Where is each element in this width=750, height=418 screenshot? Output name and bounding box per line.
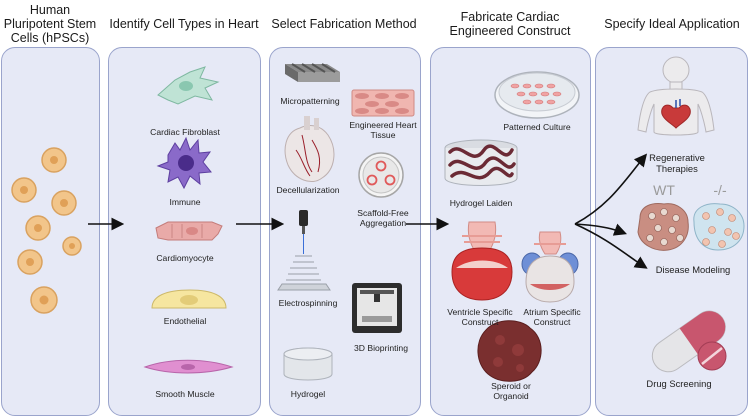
hydrogel-laiden-icon (444, 139, 518, 186)
arrow-4-regenerative (574, 153, 648, 225)
label-disease-modeling: Disease Modeling (655, 264, 731, 275)
label-cardiac-fibroblast: Cardiac Fibroblast (150, 127, 220, 137)
step-title-construct: Fabricate Cardiac Engineered Construct (449, 10, 571, 38)
step-title-hpsc: Human Pluripotent Stem Cells (hPSCs) (3, 3, 97, 45)
label-ventricle-construct: Ventricle Specific Construct (447, 307, 513, 327)
micropatterning-icon (285, 63, 340, 82)
label-smooth-muscle: Smooth Muscle (155, 389, 215, 399)
scaffold-free-aggregation-icon (358, 152, 404, 198)
organoid-icon (477, 320, 542, 382)
label-endothelial: Endothelial (163, 316, 207, 326)
label-cardiomyocyte: Cardiomyocyte (156, 253, 214, 263)
label-atrium-construct: Atrium Specific Construct (523, 307, 581, 327)
arrow-4-drug (574, 223, 648, 269)
engineered-heart-tissue-icon (351, 89, 415, 117)
patterned-culture-icon (494, 71, 580, 119)
electrospinning-icon (277, 210, 331, 291)
step-title-cell-types: Identify Cell Types in Heart (109, 17, 259, 31)
label-3d-bioprinting: 3D Bioprinting (354, 343, 408, 353)
label-ko: -/- (713, 182, 727, 198)
label-hydrogel-laiden: Hydrogel Laiden (449, 198, 513, 208)
label-wt: WT (653, 182, 675, 198)
step-title-fabrication: Select Fabrication Method (271, 17, 417, 31)
arrow-4-disease (574, 223, 627, 236)
fibroblast-icon (157, 66, 220, 105)
decellularized-heart-icon (284, 116, 335, 182)
hydrogel-icon (283, 347, 333, 381)
bioprinter-icon (352, 283, 402, 333)
label-regenerative: Regenerative Therapies (649, 152, 705, 174)
label-hydrogel: Hydrogel (290, 389, 326, 399)
endothelial-icon (151, 289, 227, 309)
human-body-icon (637, 56, 715, 136)
ventricle-construct-icon (451, 221, 513, 301)
label-patterned-culture: Patterned Culture (503, 122, 571, 132)
label-engineered-heart-tissue: Engineered Heart Tissue (349, 120, 417, 140)
label-organoid: Speroid or Organoid (491, 381, 531, 401)
immune-cell-icon (156, 136, 212, 190)
label-drug-screening: Drug Screening (646, 378, 712, 389)
step-title-application: Specify Ideal Application (604, 17, 740, 31)
wt-tissue-icon (637, 203, 689, 251)
drug-capsule-icon (651, 310, 727, 373)
label-scaffold-free-aggregation: Scaffold-Free Aggregation (357, 208, 409, 228)
label-micropatterning: Micropatterning (280, 96, 340, 106)
label-decellularization: Decellularization (276, 185, 340, 195)
stem-cell-icon (11, 147, 82, 314)
panel-hpsc (1, 47, 100, 416)
smooth-muscle-icon (143, 359, 234, 374)
label-electrospinning: Electrospinning (278, 298, 338, 308)
cardiomyocyte-icon (155, 221, 223, 241)
ko-tissue-icon (693, 203, 745, 251)
atrium-construct-icon (521, 231, 579, 303)
label-immune: Immune (169, 197, 201, 207)
